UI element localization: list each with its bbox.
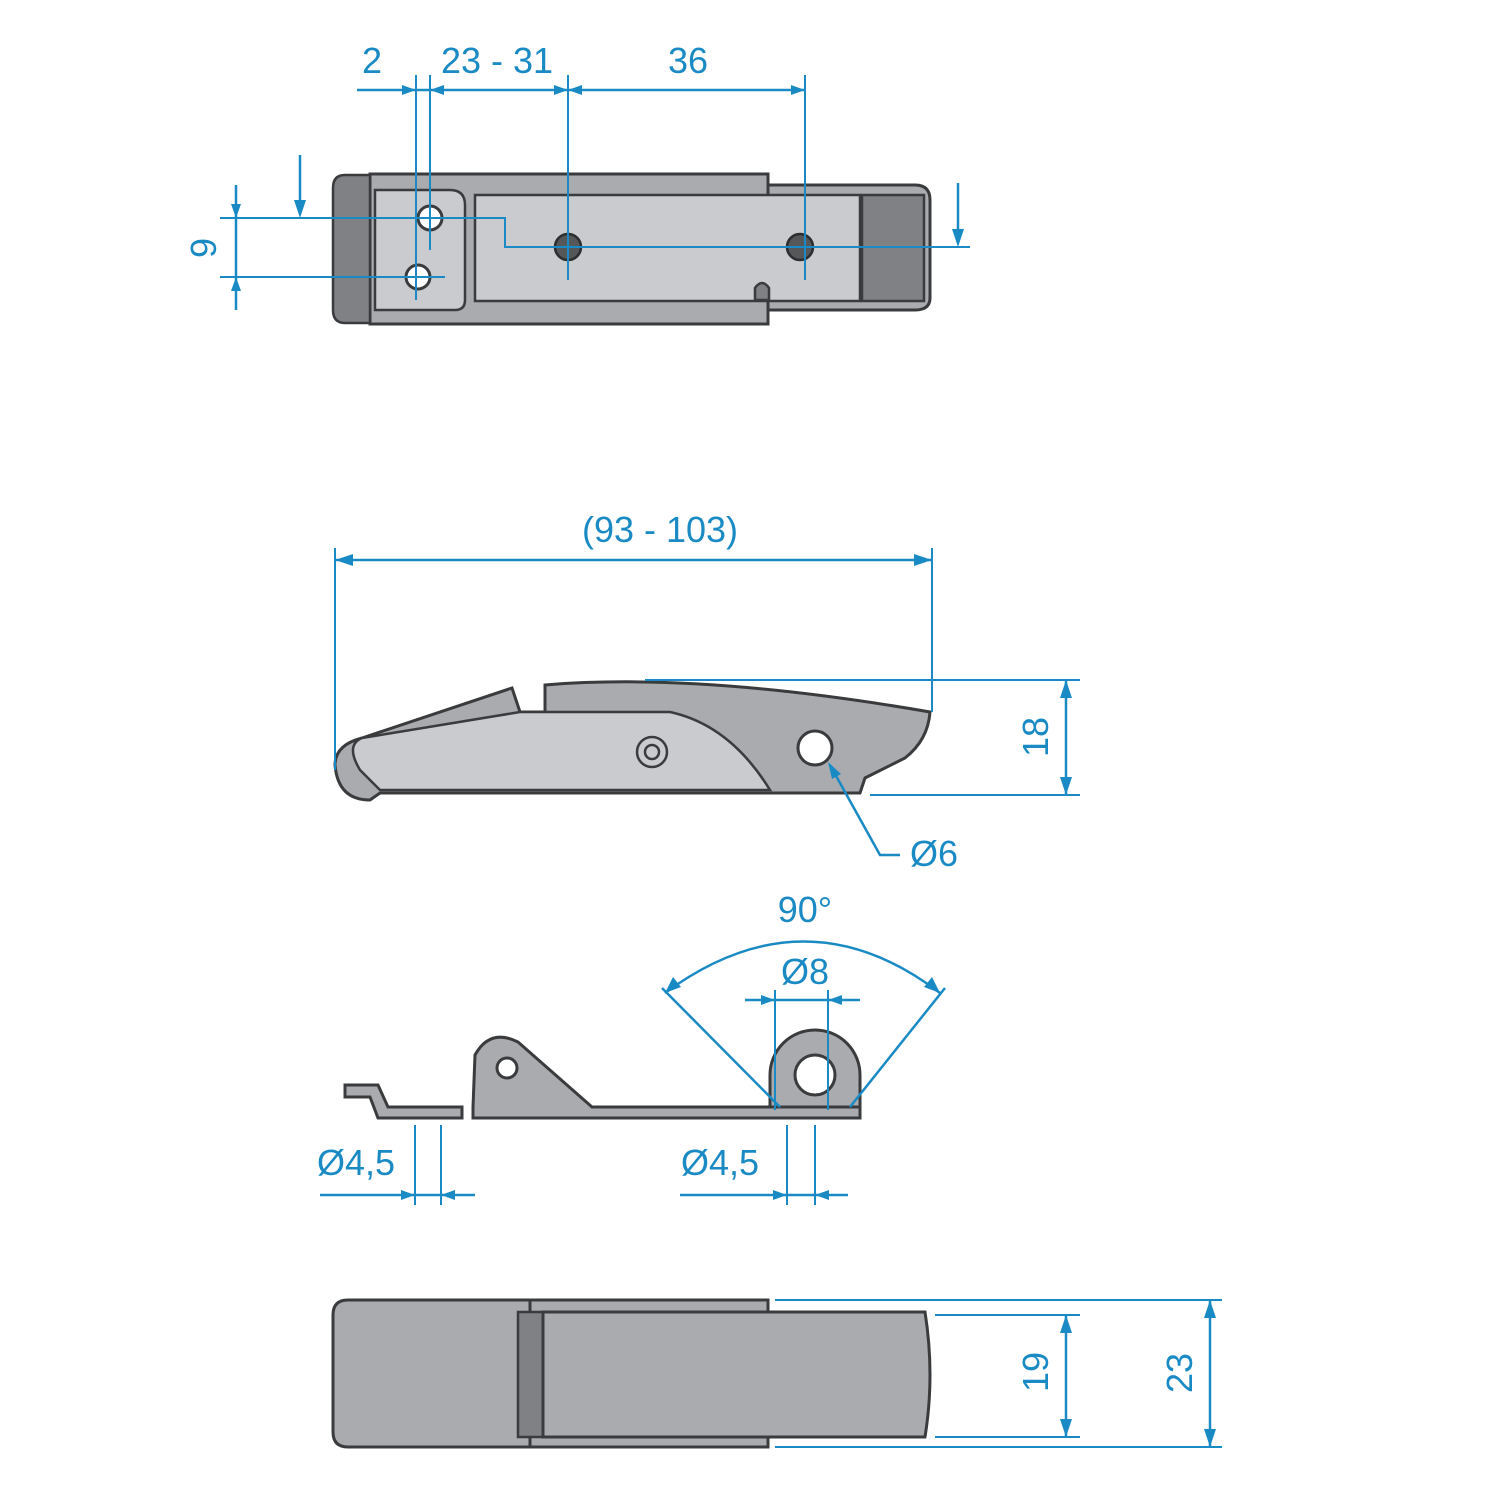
dim-right-hole-label: Ø4,5 <box>681 1142 759 1183</box>
strike-plate <box>471 1035 862 1120</box>
reference-arrowhead <box>294 200 306 218</box>
reference-arrowhead <box>952 229 964 247</box>
dim-hole-label: Ø6 <box>910 833 958 874</box>
dim-adjust-label: 23 - 31 <box>441 40 553 81</box>
dimension-arrows <box>773 1190 829 1200</box>
latch-lever-plate <box>351 710 773 792</box>
lever-strap <box>541 1310 932 1439</box>
strike-view: 90° Ø8 Ø4,5 Ø4,5 <box>317 889 946 1205</box>
rivet-center <box>643 743 661 761</box>
lever-head <box>331 1298 532 1449</box>
hinge-plate <box>373 188 467 312</box>
hook-catch <box>343 1083 464 1120</box>
top-view: 2 23 - 31 36 9 <box>183 40 970 326</box>
dim-left-hole-label: Ø4,5 <box>317 1142 395 1183</box>
tab-hole <box>495 1056 519 1080</box>
angle-arc <box>664 940 941 995</box>
end-cap <box>331 173 372 325</box>
bottom-view: 19 23 <box>331 1298 1222 1449</box>
dim-height-label: 18 <box>1015 717 1056 757</box>
dimension-arrows <box>401 1190 455 1200</box>
angle-line <box>849 987 946 1108</box>
dim-length-label: (93 - 103) <box>582 509 738 550</box>
centerline <box>220 217 970 248</box>
eye-hole <box>793 1053 837 1097</box>
side-view: (93 - 103) 18 Ø6 <box>333 509 1080 874</box>
dim-inner-width-label: 19 <box>1015 1352 1056 1392</box>
slot <box>753 281 771 302</box>
leader-line <box>828 764 900 857</box>
dim-offset-label: 2 <box>362 40 382 81</box>
dim-outer-width-label: 23 <box>1159 1353 1200 1393</box>
dimension-arrows <box>402 85 805 95</box>
dim-spacing-label: 36 <box>668 40 708 81</box>
dim-vertical-label: 9 <box>183 238 224 258</box>
hinge-knuckle <box>516 1310 545 1439</box>
dim-eye-label: Ø8 <box>781 951 829 992</box>
dimension-arrows <box>1204 1300 1216 1447</box>
pin-hole <box>796 729 834 767</box>
dim-angle-label: 90° <box>778 889 832 930</box>
angle-line <box>661 987 781 1108</box>
leader-arrowhead <box>828 762 841 779</box>
